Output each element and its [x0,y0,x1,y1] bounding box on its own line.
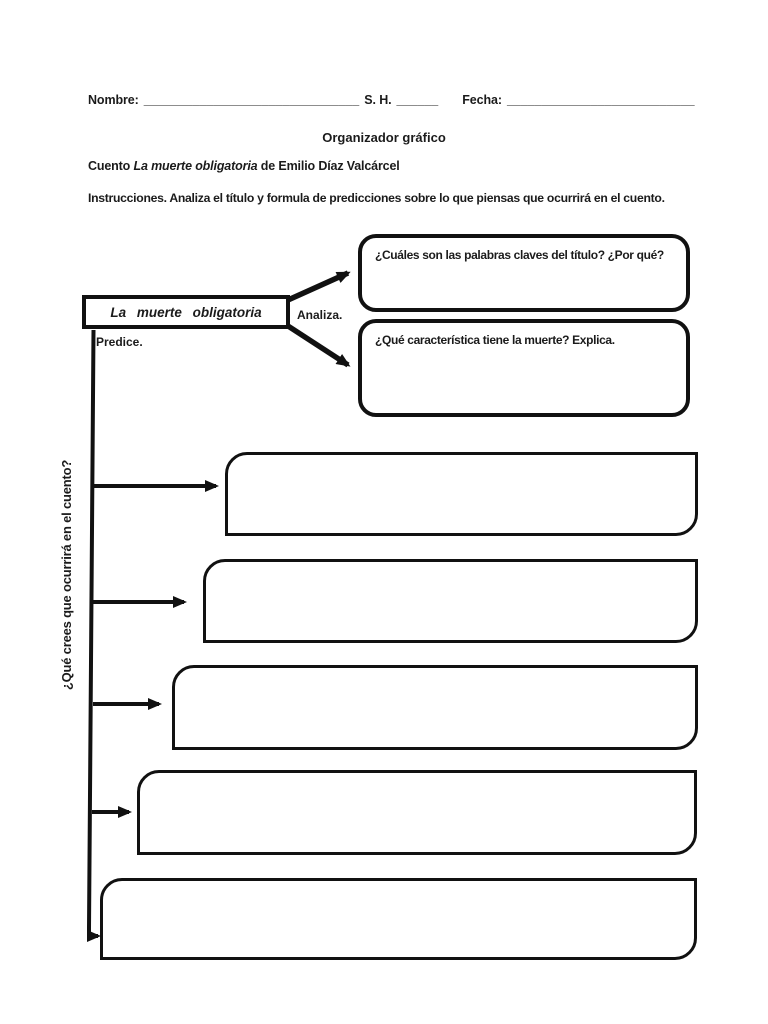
name-date-row: Nombre: _______________________________ S.… [88,93,695,107]
question-box-characteristic-text: ¿Qué característica tiene la muerte? Exp… [375,333,615,347]
nombre-label: Nombre: [88,93,139,107]
analiza-arrow-down [286,323,351,368]
page-title: Organizador gráfico [322,130,446,145]
question-box-characteristic: ¿Qué característica tiene la muerte? Exp… [358,319,690,417]
question-box-keywords: ¿Cuáles son las palabras claves del títu… [358,234,690,312]
story-title-box-text: La muerte obligatoria [110,304,262,320]
story-title-italic: La muerte obligatoria [133,159,258,173]
prediction-box-1 [225,452,698,536]
prediction-box-5 [100,878,697,960]
predice-trunk-line [87,329,101,942]
fecha-blank-line: ___________________________ [506,93,695,107]
prediction-box-2 [203,559,698,643]
story-line-suffix: de Emilio Díaz Valcárcel [260,159,400,173]
nombre-blank-line: _______________________________ [143,93,360,107]
sh-label: S. H. [364,93,392,107]
predice-label: Predice. [96,335,143,349]
story-title-box: La muerte obligatoria [82,295,290,329]
analiza-arrow-up [286,270,351,303]
instructions-line: Instrucciones. Analiza el título y formu… [88,191,665,205]
story-line-prefix: Cuento [88,159,131,173]
sh-blank-line: ______ [396,93,439,107]
fecha-label: Fecha: [462,93,502,107]
side-question-label: ¿Qué crees que ocurrirá en el cuento? [59,459,74,691]
analiza-label: Analiza. [297,308,343,322]
question-box-keywords-text: ¿Cuáles son las palabras claves del títu… [375,248,664,262]
story-line: Cuento La muerte obligatoria de Emilio D… [88,159,400,173]
prediction-box-3 [172,665,698,750]
prediction-box-4 [137,770,697,855]
